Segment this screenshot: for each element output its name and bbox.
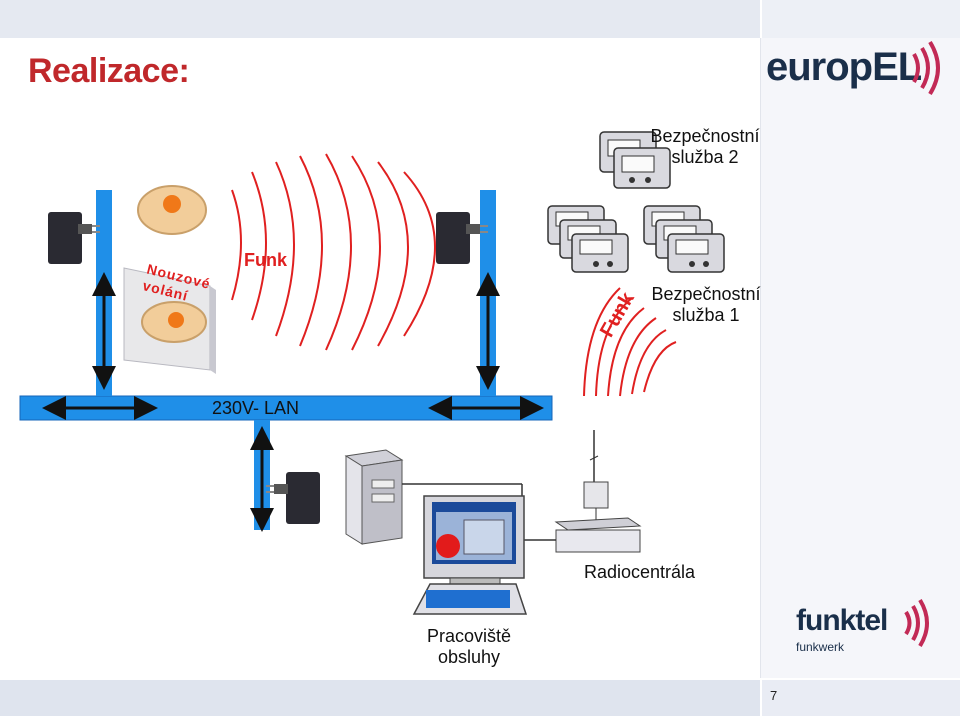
pager-icon [599,131,671,189]
emergency-call-box [123,267,216,374]
lan-bus [19,190,553,532]
operator-station-label: Pracoviště obsluhy [426,626,512,667]
page-number-box [760,680,960,716]
pager-icon [547,205,629,273]
keyboard-icon [412,583,528,615]
europel-waves-icon [912,40,940,96]
funktel-logo: funktel funkwerk [796,598,946,660]
security-service-1-label: Bezpečnostní služba 1 [651,284,761,325]
funktel-wordmark: funktel [796,604,888,637]
pager-icon [643,205,725,273]
monitor-icon [423,495,525,587]
power-plug-adapter-icon [266,472,320,524]
europel-wordmark: europEL [766,45,922,89]
funk-label-left: Funk [244,250,287,270]
top-band-right [760,0,960,38]
radio-waves-icon [231,153,436,351]
radio-central-label: Radiocentrála [584,562,696,582]
antenna-icon [583,430,609,522]
radio-waves-icon [583,287,677,397]
emergency-button-icon [137,185,207,235]
funktel-waves-icon [904,598,929,648]
logo-column [760,38,960,678]
power-plug-adapter-icon [436,212,488,264]
radio-base-station-icon [521,484,642,553]
page-number: 7 [770,688,778,703]
funkwerk-wordmark: funkwerk [796,640,845,654]
server-tower-icon [344,449,404,545]
slide-title: Realizace: [28,52,190,90]
europel-logo: europEL [766,40,946,100]
lan-label: 230V- LAN [212,398,300,418]
power-plug-adapter-icon [48,212,100,264]
security-service-2-label: Bezpečnostní služba 2 [650,126,760,167]
